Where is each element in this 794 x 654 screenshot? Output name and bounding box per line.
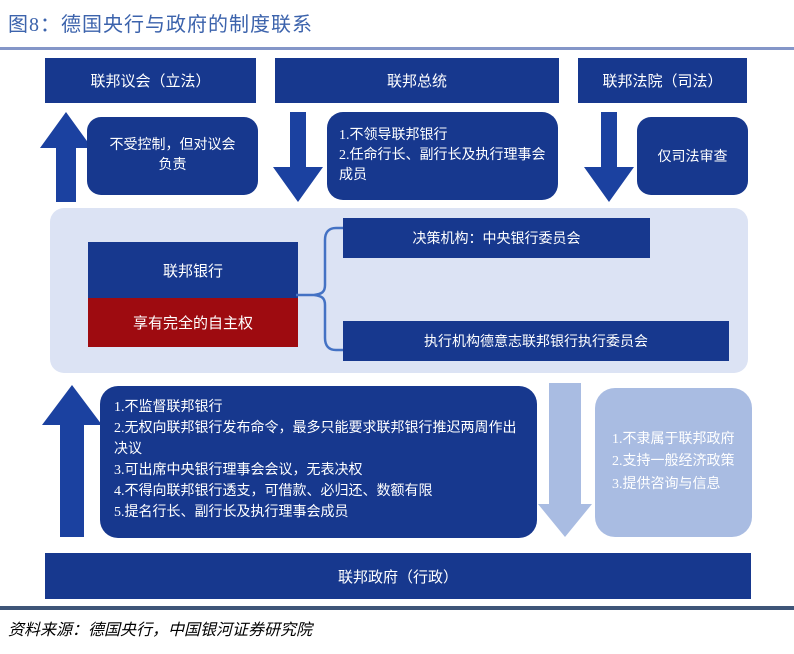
court-box: 联邦法院（司法） <box>578 58 747 103</box>
president-down-arrow-icon <box>273 112 323 202</box>
executive-body-box: 执行机构德意志联邦银行执行委员会 <box>343 321 729 361</box>
court-down-arrow-icon <box>584 112 634 202</box>
bundesbank-box: 联邦银行 <box>88 242 298 298</box>
title-divider <box>0 47 794 50</box>
court-note: 仅司法审查 <box>637 117 748 195</box>
constraint-item: 4.不得向联邦银行透支，可借款、必归还、数额有限 <box>114 484 433 499</box>
bank-obligations-box: 1.不隶属于联邦政府 2.支持一般经济政策 3.提供咨询与信息 <box>595 388 752 537</box>
constraint-item: 3.可出席中央银行理事会会议，无表决权 <box>114 463 363 478</box>
obligation-item: 2.支持一般经济政策 <box>612 454 735 470</box>
president-note-line: 2.任命行长、副行长及执行理事会成员 <box>339 147 546 184</box>
government-bar: 联邦政府（行政） <box>45 553 751 599</box>
figure-title: 图8：德国央行与政府的制度联系 <box>8 14 313 36</box>
constraint-item: 5.提名行长、副行长及执行理事会成员 <box>114 505 349 520</box>
president-box: 联邦总统 <box>275 58 559 103</box>
obligation-item: 1.不隶属于联邦政府 <box>612 431 735 447</box>
constraint-item: 1.不监督联邦银行 <box>114 400 223 415</box>
brace-connector <box>296 226 346 352</box>
decision-body-box: 决策机构：中央银行委员会 <box>343 218 650 258</box>
source-note: 资料来源：德国央行，中国银河证券研究院 <box>8 622 313 639</box>
government-up-arrow-icon <box>42 385 102 537</box>
parliament-note: 不受控制，但对议会负责 <box>87 117 258 195</box>
autonomy-box: 享有完全的自主权 <box>88 298 298 347</box>
president-note: 1.不领导联邦银行 2.任命行长、副行长及执行理事会成员 <box>327 112 558 200</box>
constraint-item: 2.无权向联邦银行发布命令，最多只能要求联邦银行推迟两周作出决议 <box>114 421 517 457</box>
bottom-divider <box>0 606 794 610</box>
bank-down-arrow-icon <box>538 383 592 537</box>
parliament-up-arrow-icon <box>40 112 92 202</box>
government-constraints-box: 1.不监督联邦银行 2.无权向联邦银行发布命令，最多只能要求联邦银行推迟两周作出… <box>100 386 537 538</box>
parliament-box: 联邦议会（立法） <box>45 58 256 103</box>
president-note-line: 1.不领导联邦银行 <box>339 127 448 143</box>
obligation-item: 3.提供咨询与信息 <box>612 476 721 492</box>
